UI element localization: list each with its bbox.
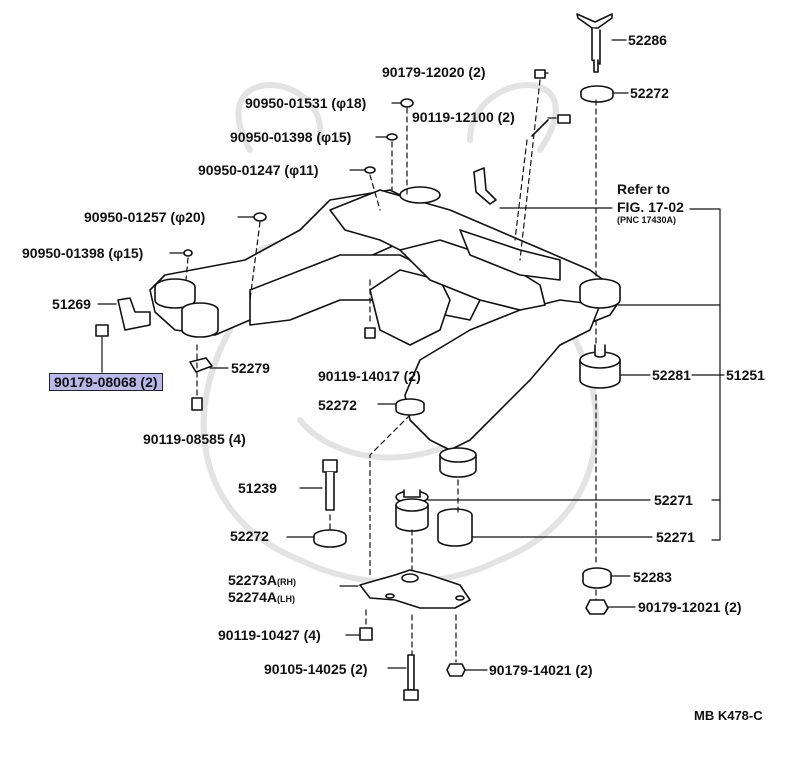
label-52286: 52286	[628, 32, 667, 48]
label-fig-17-02: FIG. 17-02	[617, 199, 684, 215]
label-90950-01247: 90950-01247 (φ11)	[198, 162, 319, 178]
label-90179-14021: 90179-14021 (2)	[489, 662, 593, 678]
cushion-52271-a	[395, 489, 429, 532]
small-hardware	[95, 69, 609, 701]
label-90950-01398-a: 90950-01398 (φ15)	[230, 129, 352, 145]
label-90119-14017: 90119-14017 (2)	[318, 368, 421, 384]
label-52272-low: 52272	[230, 528, 269, 544]
label-90105-14025: 90105-14025 (2)	[264, 661, 368, 677]
label-52272-top: 52272	[630, 85, 669, 101]
bolt-52286	[576, 13, 613, 73]
label-51239: 51239	[238, 480, 277, 496]
label-52273A-rh: (RH)	[277, 577, 297, 587]
label-51251: 51251	[726, 367, 765, 383]
figure-code: MB K478-C	[694, 708, 763, 723]
cushion-52271-b	[437, 508, 473, 547]
label-52274A-number: 52274A	[228, 589, 278, 605]
leader-lines	[97, 39, 725, 671]
label-52273A-number: 52273A	[228, 572, 278, 588]
label-90179-12021: 90179-12021 (2)	[638, 599, 742, 615]
washer-52272-top	[580, 85, 614, 103]
label-52271-a: 52271	[654, 492, 693, 508]
arm-bushing	[439, 447, 477, 478]
guide-lines	[185, 79, 597, 663]
rear-suspension-member	[149, 189, 621, 451]
washer-52283	[582, 567, 612, 589]
label-52271-b: 52271	[656, 529, 695, 545]
label-52273A: 52273A(RH)	[228, 572, 296, 588]
label-pnc: (PNC 17430A)	[617, 215, 677, 225]
label-90119-10427: 90119-10427 (4)	[218, 627, 321, 643]
label-90950-01257: 90950-01257 (φ20)	[84, 209, 206, 225]
label-90179-12020: 90179-12020 (2)	[382, 64, 486, 80]
label-51269: 51269	[52, 296, 91, 312]
label-52274A-lh: (LH)	[277, 594, 296, 604]
label-52281: 52281	[652, 367, 691, 383]
label-90179-08068-highlighted[interactable]: 90179-08068 (2)	[49, 373, 163, 391]
washer-52272-low	[313, 529, 347, 548]
bushing-52281	[579, 344, 621, 389]
label-refer-to: Refer to	[617, 181, 670, 197]
bolt-51239	[322, 459, 338, 511]
label-52274A: 52274A(LH)	[228, 589, 295, 605]
label-52283: 52283	[633, 569, 672, 585]
frame-mount-bosses	[154, 186, 621, 338]
label-90119-12100: 90119-12100 (2)	[412, 109, 515, 125]
stopper-bracket-52273A	[359, 569, 471, 609]
label-52279: 52279	[231, 360, 270, 376]
label-90950-01531: 90950-01531 (φ18)	[245, 95, 367, 111]
label-52272-mid: 52272	[318, 397, 357, 413]
label-90119-08585: 90119-08585 (4)	[143, 431, 246, 447]
washer-52272-mid	[395, 398, 425, 416]
label-90950-01398-b: 90950-01398 (φ15)	[22, 245, 144, 261]
